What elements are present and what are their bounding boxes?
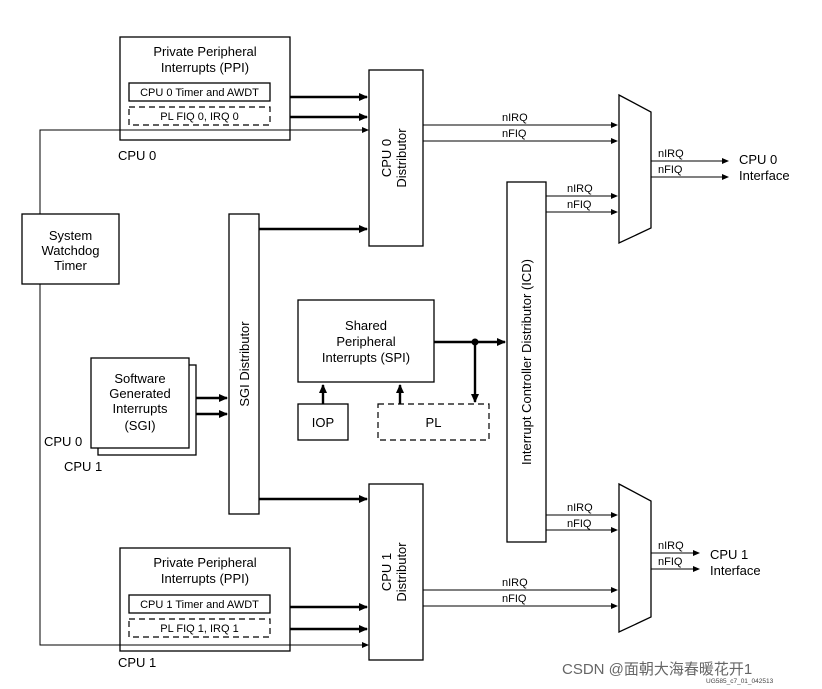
watchdog-to-cpu0-line (39, 127, 369, 214)
icd-cpu1-nfiq-label: nFIQ (567, 518, 592, 530)
ppi-cpu1-label: CPU 1 (118, 655, 156, 670)
cpu0-interface-mux (618, 93, 652, 245)
spi-line3: Interrupts (SPI) (322, 350, 410, 365)
pl-fiq0-label: PL FIQ 0, IRQ 0 (160, 111, 238, 123)
sgi-cpu0-label: CPU 0 (44, 434, 82, 449)
watchdog-line1: System (49, 228, 92, 243)
cpu1-distributor-line2: Distributor (394, 542, 409, 602)
cpu1-interface-line2: Interface (710, 563, 761, 578)
spi-block: Shared Peripheral Interrupts (SPI) (297, 299, 435, 383)
pl-fiq0-box (128, 106, 271, 126)
icd-cpu0-nfiq-label: nFIQ (567, 199, 592, 211)
ppi-title-line1: Private Peripheral (153, 555, 256, 570)
cpu1-interface-line1: CPU 1 (710, 547, 748, 562)
pl-label: PL (426, 415, 442, 430)
cpu1-timer-box (128, 594, 271, 614)
icd-cpu0-nirq-label: nIRQ (567, 183, 593, 195)
spi-line2: Peripheral (336, 334, 395, 349)
iop-block: IOP (297, 403, 349, 441)
cpu1-distributor-line1: CPU 1 (379, 553, 394, 591)
cpu0-distributor: CPU 0 Distributor (368, 69, 424, 247)
sgi-distributor: SGI Distributor (228, 213, 260, 515)
sgi-block: Software Generated Interrupts (SGI) (90, 357, 197, 456)
cpu0-distributor-line2: Distributor (394, 128, 409, 188)
watermark: CSDN @面朝大海春暖花开1 (562, 661, 752, 678)
cpu1-out-nfiq-label: nFIQ (658, 556, 683, 568)
cpu0-distributor-line1: CPU 0 (379, 139, 394, 177)
watchdog-line3: Timer (54, 258, 87, 273)
cpu1-dist-nfiq-label: nFIQ (502, 593, 527, 605)
cpu0-out-nfiq-label: nFIQ (658, 164, 683, 176)
pl-fiq1-box (128, 618, 271, 638)
system-watchdog-timer: System Watchdog Timer (21, 213, 120, 285)
sgi-cpu1-label: CPU 1 (64, 459, 102, 474)
watchdog-line2: Watchdog (41, 243, 99, 258)
icd-label: Interrupt Controller Distributor (ICD) (519, 259, 534, 465)
ppi-title-line1: Private Peripheral (153, 44, 256, 59)
cpu0-timer-label: CPU 0 Timer and AWDT (140, 87, 259, 99)
sgi-cpu0-box (90, 357, 190, 449)
cpu0-out-nirq-label: nIRQ (658, 148, 684, 160)
pl-fiq1-label: PL FIQ 1, IRQ 1 (160, 623, 238, 635)
cpu1-out-nirq-label: nIRQ (658, 540, 684, 552)
ppi-title-line2: Interrupts (PPI) (161, 60, 249, 75)
ppi-cpu0-label: CPU 0 (118, 148, 156, 163)
cpu0-interface-line2: Interface (739, 168, 790, 183)
cpu1-timer-label: CPU 1 Timer and AWDT (140, 599, 259, 611)
cpu0-dist-nfiq-label: nFIQ (502, 128, 527, 140)
watchdog-to-cpu1-line (39, 284, 369, 648)
sgi-line2: Generated (109, 386, 170, 401)
ppi-block-cpu1: Private Peripheral Interrupts (PPI) CPU … (119, 547, 291, 652)
sgi-line1: Software (114, 371, 165, 386)
cpu1-dist-nirq-label: nIRQ (502, 577, 528, 589)
cpu0-dist-nirq-label: nIRQ (502, 112, 528, 124)
sgi-line3: Interrupts (113, 401, 168, 416)
icd-cpu1-nirq-label: nIRQ (567, 502, 593, 514)
interrupt-controller-distributor: Interrupt Controller Distributor (ICD) (506, 181, 547, 543)
spi-line1: Shared (345, 318, 387, 333)
sgi-distributor-label: SGI Distributor (237, 321, 252, 407)
cpu1-distributor: CPU 1 Distributor (368, 483, 424, 661)
iop-label: IOP (312, 415, 334, 430)
sgi-line4: (SGI) (124, 418, 155, 433)
ppi-block-cpu0: Private Peripheral Interrupts (PPI) CPU … (119, 36, 291, 141)
figure-id: UG585_c7_01_042513 (706, 678, 774, 685)
pl-block: PL (377, 403, 490, 441)
ppi-title-line2: Interrupts (PPI) (161, 571, 249, 586)
cpu0-interface-line1: CPU 0 (739, 152, 777, 167)
cpu1-interface-mux (618, 482, 652, 634)
cpu0-timer-box (128, 82, 271, 102)
